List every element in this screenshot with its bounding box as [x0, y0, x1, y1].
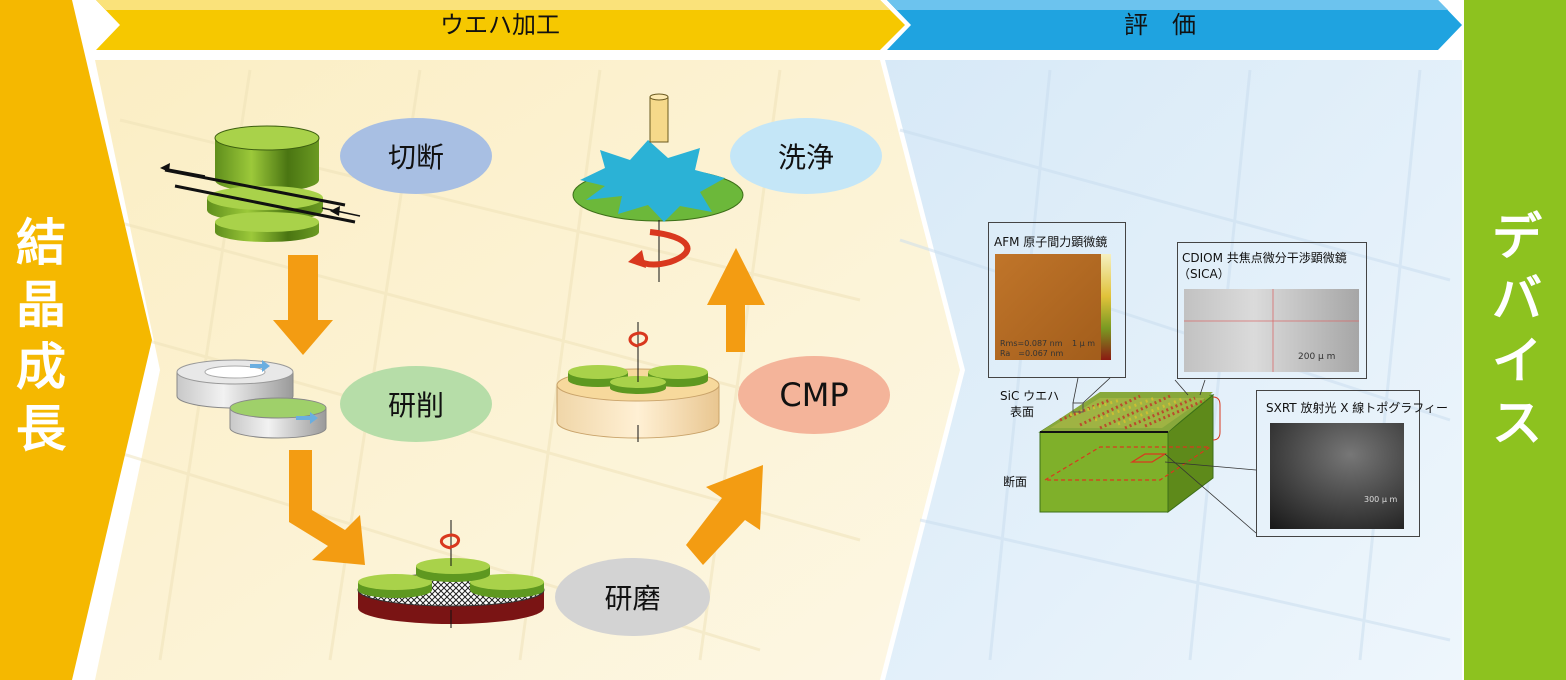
crystal-growth-label: 結 晶 成 長: [16, 212, 66, 460]
cleaning-bubble: 洗浄: [730, 118, 882, 194]
crystal-growth-char: 成: [16, 338, 66, 396]
callout-lines: [1072, 377, 1257, 534]
sxrt-title: SXRT 放射光 X 線トポグラフィー: [1266, 401, 1449, 415]
header-wafer-processing-label: ウエハ加工: [440, 11, 560, 39]
cmp-label: CMP: [779, 376, 849, 414]
lapping-bubble: 研磨: [555, 558, 710, 636]
cdiom-subtitle: （SICA）: [1178, 267, 1230, 281]
cdiom-panel: CDIOM 共焦点微分干渉顕微鏡 （SICA）: [1177, 242, 1367, 379]
evaluation-panel: [885, 60, 1462, 680]
wafer-surface-label: SiC ウエハ: [1000, 389, 1060, 403]
device-char: ス: [1492, 394, 1542, 452]
device-char: バ: [1492, 270, 1542, 328]
afm-ra: Ra =0.067 nm: [1000, 349, 1064, 358]
crystal-growth-char: 晶: [16, 276, 66, 334]
sxrt-image: [1270, 423, 1404, 529]
sxrt-panel: SXRT 放射光 X 線トポグラフィー: [1256, 390, 1448, 537]
device-char: イ: [1492, 332, 1542, 390]
cleaning-label: 洗浄: [777, 141, 834, 174]
cutting-label: 切断: [387, 141, 444, 174]
header-wafer-processing-arrow: [96, 0, 905, 50]
device-char: デ: [1492, 208, 1542, 266]
flow-arrow: [289, 450, 365, 565]
device-column: [1464, 0, 1566, 680]
afm-scale: 1 μ m: [1072, 339, 1096, 348]
flow-arrow: [273, 255, 333, 355]
cmp-bubble: CMP: [738, 356, 890, 434]
afm-rms: Rms=0.087 nm: [1000, 339, 1063, 348]
afm-colorbar: [1101, 254, 1111, 360]
crystal-growth-char: 結: [16, 214, 66, 272]
afm-image: [995, 254, 1103, 360]
device-label: デ バ イ ス: [1488, 206, 1546, 454]
grinding-label: 研削: [387, 389, 444, 422]
header-evaluation-arrow: [887, 0, 1462, 50]
cleaning-illustration: [572, 93, 744, 282]
lapping-label: 研磨: [604, 582, 661, 615]
cutting-ingot-illustration: [160, 125, 361, 242]
cdiom-scale: 200 μ m: [1298, 352, 1336, 362]
flow-arrow: [686, 465, 763, 565]
sxrt-scale: 300 μ m: [1364, 495, 1398, 504]
cmp-illustration: [556, 322, 720, 442]
crystal-growth-char: 長: [16, 400, 66, 458]
afm-panel: AFM 原子間力顕微鏡: [988, 222, 1126, 378]
crystal-growth-column: [0, 0, 152, 680]
flow-arrow: [707, 248, 765, 352]
grinding-illustration: [176, 359, 327, 439]
wafer-cube-illustration: [1038, 392, 1221, 514]
cdiom-title: CDIOM 共焦点微分干渉顕微鏡: [1182, 251, 1347, 265]
afm-title: AFM 原子間力顕微鏡: [994, 235, 1108, 249]
lapping-illustration: [357, 520, 545, 628]
cutting-bubble: 切断: [340, 118, 492, 194]
cross-section-label: 断面: [1003, 475, 1028, 489]
header-evaluation-label: 評 価: [1124, 11, 1196, 39]
wafer-surface-label-2: 表面: [1010, 405, 1035, 419]
grinding-bubble: 研削: [340, 366, 492, 442]
